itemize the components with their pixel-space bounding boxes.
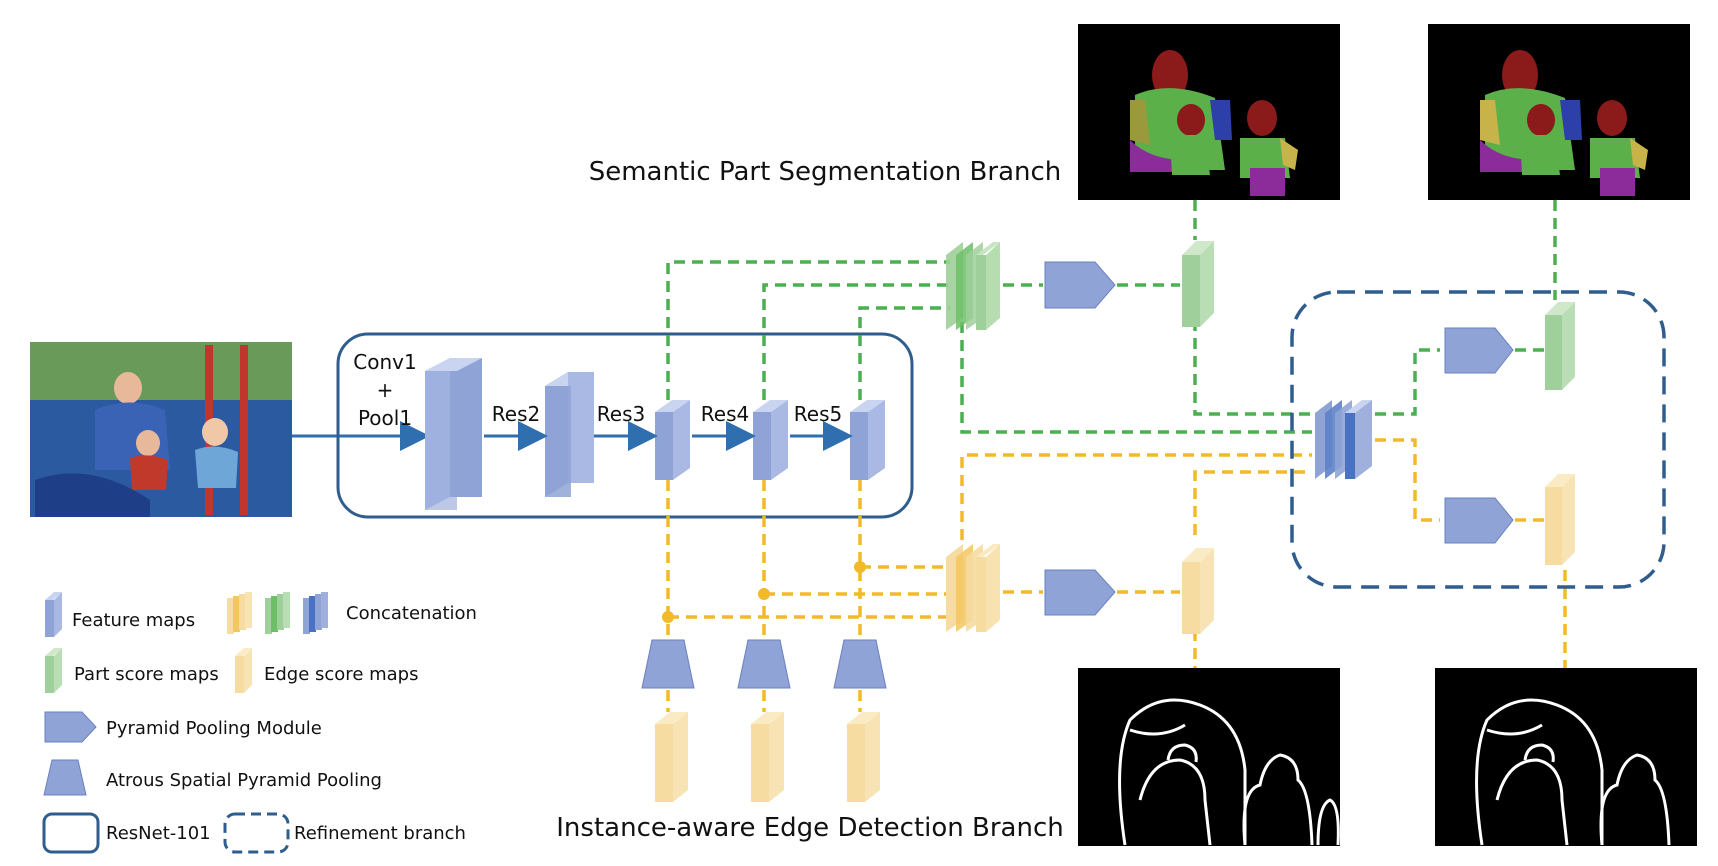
res2-label: Res2 bbox=[492, 402, 540, 426]
part-score-map bbox=[1182, 241, 1214, 327]
res4-label: Res4 bbox=[701, 402, 749, 426]
green-concat-stack bbox=[946, 242, 1000, 330]
junction-dot bbox=[662, 611, 674, 623]
junction-dot bbox=[758, 588, 770, 600]
legend-ppm-icon bbox=[44, 711, 97, 743]
ppm-semantic bbox=[1044, 261, 1116, 309]
legend-concat-yellow-icon bbox=[227, 592, 252, 634]
ppm-refine-semantic bbox=[1444, 327, 1514, 374]
edge-output-image bbox=[1078, 668, 1340, 846]
edge-connections bbox=[666, 438, 1567, 712]
ppm-edge bbox=[1044, 569, 1116, 616]
res5-feature-map bbox=[850, 400, 885, 480]
aspp-res3 bbox=[641, 639, 695, 689]
edge-score-map-res3 bbox=[655, 712, 688, 802]
legend: Feature maps Concatenation Part sco bbox=[42, 592, 477, 854]
conv1-feature-map bbox=[425, 358, 482, 510]
aspp-res5 bbox=[833, 639, 887, 689]
refined-semantic-output-image bbox=[1428, 24, 1690, 200]
aspp-res4 bbox=[737, 639, 791, 689]
pool1-label: Pool1 bbox=[358, 406, 412, 430]
semantic-branch-title: Semantic Part Segmentation Branch bbox=[589, 157, 1062, 187]
legend-edge-score-icon bbox=[235, 648, 252, 693]
edge-score-map-res5 bbox=[847, 712, 880, 802]
edge-score-map-res4 bbox=[751, 712, 784, 802]
legend-refinement-icon bbox=[223, 812, 290, 854]
refined-part-score-map bbox=[1545, 302, 1575, 390]
legend-ppm: Pyramid Pooling Module bbox=[106, 718, 322, 739]
plus-label: + bbox=[377, 378, 394, 402]
legend-resnet: ResNet-101 bbox=[106, 823, 211, 844]
edge-branch-title: Instance-aware Edge Detection Branch bbox=[556, 813, 1063, 843]
junction-dot bbox=[854, 561, 866, 573]
resnet-frame bbox=[336, 332, 914, 519]
res2-feature-map bbox=[545, 372, 594, 497]
edge-score-map bbox=[1182, 548, 1214, 634]
res4-feature-map bbox=[753, 400, 788, 480]
refined-edge-output-image bbox=[1435, 668, 1697, 846]
legend-refinement: Refinement branch bbox=[294, 823, 466, 844]
input-image bbox=[30, 342, 292, 517]
semantic-output-image bbox=[1078, 24, 1340, 200]
legend-concatenation: Concatenation bbox=[346, 603, 477, 624]
legend-edge-score-maps: Edge score maps bbox=[264, 664, 418, 685]
refined-edge-score-map bbox=[1545, 474, 1575, 565]
legend-aspp-icon bbox=[43, 759, 87, 796]
refinement-frame bbox=[1290, 290, 1666, 589]
semantic-connections bbox=[666, 200, 1557, 434]
res3-feature-map bbox=[655, 400, 690, 480]
legend-feature-maps-icon bbox=[45, 592, 62, 637]
res3-label: Res3 bbox=[597, 402, 645, 426]
legend-resnet-icon bbox=[42, 812, 100, 854]
conv1-label: Conv1 bbox=[353, 350, 416, 374]
legend-feature-maps: Feature maps bbox=[72, 610, 195, 631]
legend-part-score-maps: Part score maps bbox=[74, 664, 219, 685]
legend-concat-blue-icon bbox=[303, 592, 328, 634]
blue-concat-stack bbox=[1315, 400, 1372, 479]
res5-label: Res5 bbox=[794, 402, 842, 426]
yellow-concat-stack bbox=[946, 544, 1000, 632]
ppm-refine-edge bbox=[1444, 497, 1514, 544]
legend-aspp: Atrous Spatial Pyramid Pooling bbox=[106, 770, 382, 791]
legend-part-score-icon bbox=[45, 648, 62, 693]
legend-concat-green-icon bbox=[265, 592, 290, 634]
